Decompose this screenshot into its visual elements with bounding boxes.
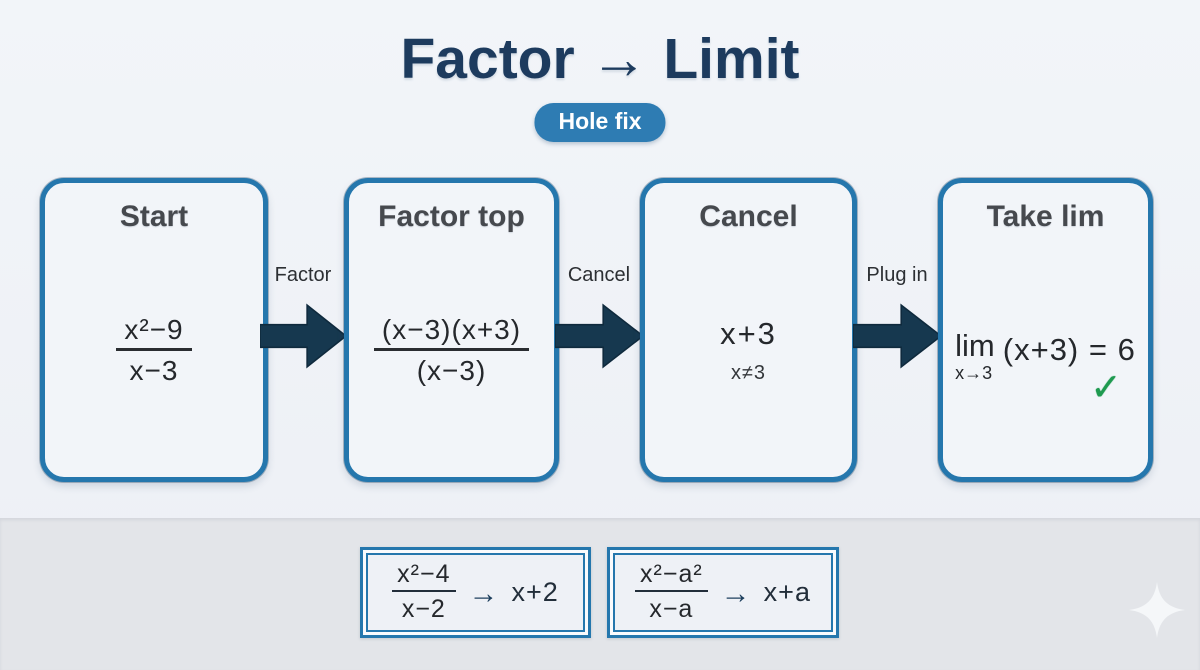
step-body: x²−9 x−3 xyxy=(45,223,263,477)
example-content: x²−4 x−2 → x+2 xyxy=(366,553,585,632)
connector-plug-in: Plug in xyxy=(853,178,941,482)
connector-label: Factor xyxy=(274,264,332,286)
example-content: x²−a² x−a → x+a xyxy=(613,553,833,632)
fraction-denominator: x−a xyxy=(649,595,694,623)
lim-operator: lim xyxy=(955,327,995,363)
example-box-1: x²−4 x−2 → x+2 xyxy=(360,547,591,638)
step-box-start: Start x²−9 x−3 xyxy=(40,178,268,482)
lim-result: (x+3) = 6 xyxy=(1002,331,1136,367)
fraction-denominator: x−2 xyxy=(401,595,446,623)
step-body: x+3 x≠3 xyxy=(645,223,852,477)
step-heading: Cancel xyxy=(699,200,798,233)
check-icon: ✓ xyxy=(1090,367,1122,409)
domain-note: x≠3 xyxy=(730,361,767,384)
fraction-numerator: x²−9 xyxy=(124,313,184,345)
example-result: x+a xyxy=(763,577,811,607)
fraction-denominator: x−3 xyxy=(129,354,179,386)
connector-label: Cancel xyxy=(567,264,631,286)
example-box-2: x²−a² x−a → x+a xyxy=(607,547,839,638)
step-body: (x−3)(x+3) (x−3) xyxy=(349,223,554,477)
flow-arrow-icon xyxy=(260,303,346,369)
flow-arrow-icon xyxy=(555,303,643,369)
arrow-right-icon: → xyxy=(720,576,751,610)
fraction-bar xyxy=(116,347,192,351)
fraction-numerator: x²−a² xyxy=(640,560,703,588)
arrow-right-icon: → xyxy=(468,576,499,610)
fraction-bar xyxy=(635,590,708,592)
step-box-take-lim: Take lim lim x→3 (x+3) = 6 ✓ xyxy=(938,178,1153,482)
step-box-factor-top: Factor top (x−3)(x+3) (x−3) xyxy=(344,178,559,482)
fraction: x²−9 x−3 xyxy=(116,313,192,387)
connector-cancel: Cancel xyxy=(555,178,643,482)
step-heading: Factor top xyxy=(378,200,525,233)
flow-arrow-icon xyxy=(853,303,941,369)
fraction-bar xyxy=(392,590,456,592)
step-heading: Take lim xyxy=(986,200,1105,233)
hole-fix-badge: Hole fix xyxy=(534,103,666,142)
step-heading: Start xyxy=(119,200,189,233)
fraction-denominator: (x−3) xyxy=(416,354,487,386)
fraction: x²−4 x−2 xyxy=(392,560,456,625)
connector-factor: Factor xyxy=(260,178,346,482)
limit-expression: lim x→3 (x+3) = 6 xyxy=(955,327,1136,385)
fraction-bar xyxy=(373,347,530,351)
example-result: x+2 xyxy=(511,577,559,607)
bottom-strip xyxy=(0,518,1200,670)
connector-label: Plug in xyxy=(866,264,928,286)
fraction: (x−3)(x+3) (x−3) xyxy=(373,313,530,387)
cancel-result: x+3 xyxy=(720,315,777,351)
lim-stack: lim x→3 xyxy=(955,327,995,385)
step-body: lim x→3 (x+3) = 6 xyxy=(943,223,1148,477)
step-box-cancel: Cancel x+3 x≠3 xyxy=(640,178,857,482)
page-title: Factor → Limit xyxy=(400,27,800,91)
lim-subscript: x→3 xyxy=(955,363,993,384)
sparkle-icon xyxy=(1129,582,1185,638)
fraction-numerator: (x−3)(x+3) xyxy=(381,313,522,345)
fraction: x²−a² x−a xyxy=(635,560,708,625)
fraction-numerator: x²−4 xyxy=(397,560,451,588)
